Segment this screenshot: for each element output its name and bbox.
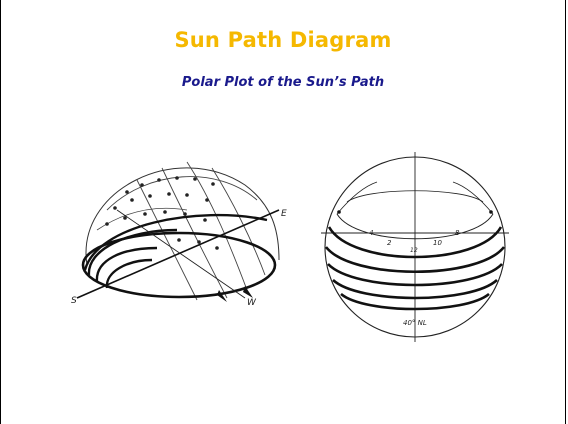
hour-label: 8 bbox=[455, 229, 460, 237]
sun-path-polar-plot: 4 2 12 10 8 40° NL bbox=[317, 142, 513, 352]
slide-subtitle: Polar Plot of the Sun’s Path bbox=[181, 75, 385, 90]
dome-outline bbox=[85, 167, 280, 266]
solar-path-thin bbox=[336, 213, 494, 240]
sun-path-perspective-sketch: E S W bbox=[67, 150, 291, 310]
hour-label: 10 bbox=[433, 239, 442, 247]
dome-arc bbox=[136, 179, 198, 301]
slide-title: Sun Path Diagram bbox=[174, 28, 392, 52]
solar-path bbox=[327, 226, 503, 259]
hour-label: 4 bbox=[369, 229, 373, 237]
hour-dots bbox=[105, 176, 219, 250]
dome-arc bbox=[106, 176, 258, 211]
dome-arc bbox=[211, 167, 266, 276]
east-west-axis bbox=[76, 209, 280, 299]
latitude-label: 40° NL bbox=[403, 319, 427, 327]
solar-path bbox=[340, 292, 490, 311]
hour-label: 12 bbox=[410, 247, 418, 254]
hour-label: 2 bbox=[387, 239, 392, 247]
solar-path bbox=[332, 279, 498, 300]
dome-arc bbox=[186, 161, 248, 291]
sunrise-dot bbox=[337, 210, 341, 214]
direction-arrow bbox=[243, 286, 253, 298]
solar-path bbox=[327, 263, 503, 287]
hour-line bbox=[346, 190, 484, 203]
sun-path-perspective-drawing: E S W bbox=[71, 161, 287, 308]
sun-path-curve bbox=[87, 228, 178, 276]
sun-path-curve bbox=[83, 213, 268, 271]
direction-arrow bbox=[217, 290, 227, 302]
sun-path-curve bbox=[95, 246, 158, 283]
polar-plot-drawing: 4 2 12 10 8 40° NL bbox=[321, 152, 509, 342]
horizon-ellipse bbox=[81, 231, 277, 299]
hour-line bbox=[336, 181, 378, 215]
sun-path-curve bbox=[105, 258, 153, 289]
label-east: E bbox=[281, 209, 287, 219]
hour-line bbox=[452, 181, 494, 215]
sunset-dot bbox=[489, 210, 493, 214]
label-south: S bbox=[71, 296, 77, 306]
meridian-line bbox=[116, 209, 246, 299]
label-west: W bbox=[247, 298, 257, 308]
solar-path bbox=[324, 246, 506, 273]
